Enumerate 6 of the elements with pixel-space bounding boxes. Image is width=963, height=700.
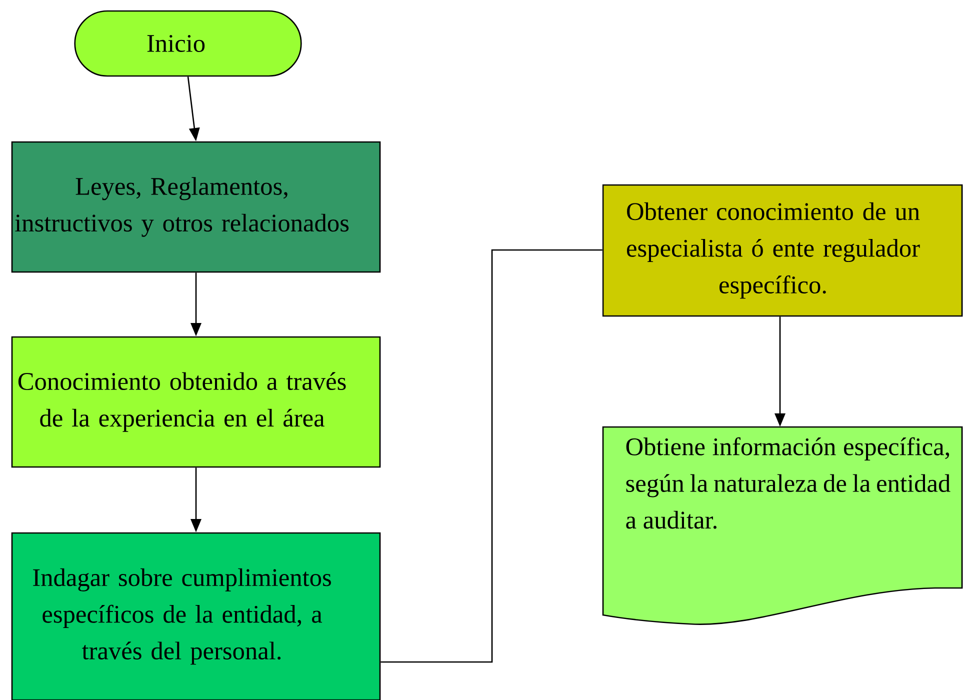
process-box: Obtener conocimiento de un especialista ó ente regulador específico. — [602, 184, 963, 317]
process-box: Conocimiento obtenido a través de la experiencia en el área — [11, 336, 381, 468]
connector-line — [380, 249, 602, 663]
process-box: Leyes, Reglamentos, instructivos y otros relacionados — [11, 141, 381, 273]
start-terminal: Inicio — [74, 10, 302, 77]
process-box: Indagar sobre cumplimientos específicos de la entidad, a través del personal. — [11, 532, 381, 700]
